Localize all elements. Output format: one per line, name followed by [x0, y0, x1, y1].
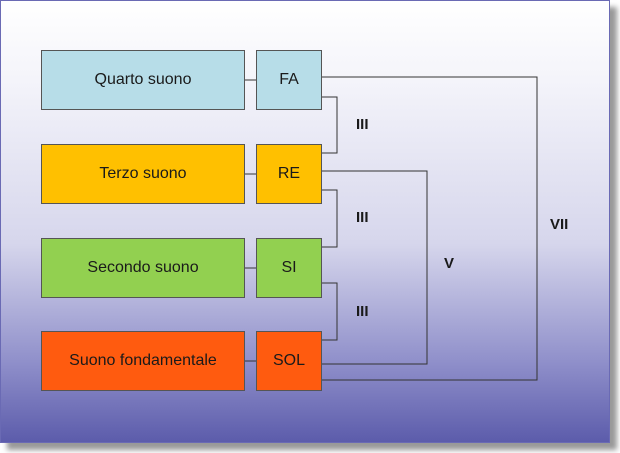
bracket-sol-re: [322, 170, 428, 365]
row-label-text: Terzo suono: [99, 165, 187, 182]
interval-fa-re: III: [356, 116, 369, 133]
note-text: FA: [279, 71, 299, 88]
note-fa: FA: [256, 50, 322, 110]
row-label-terzo: Terzo suono: [41, 144, 245, 204]
note-text: SI: [281, 259, 297, 276]
interval-re-si: III: [356, 209, 369, 226]
row-label-secondo: Secondo suono: [41, 238, 245, 298]
note-text: SOL: [272, 352, 305, 369]
row-label-text: Quarto suono: [94, 71, 192, 88]
row-label-text: Secondo suono: [87, 259, 199, 276]
interval-si-sol: III: [356, 303, 369, 320]
interval-sol-fa: VII: [550, 216, 569, 233]
note-text: RE: [277, 165, 301, 182]
row-label-text: Suono fondamentale: [69, 352, 217, 369]
bracket-si-sol: [322, 282, 338, 341]
note-sol: SOL: [256, 331, 322, 391]
bracket-sol-fa: [322, 76, 538, 381]
row-label-fondamentale: Suono fondamentale: [41, 331, 245, 391]
bracket-re-si: [322, 189, 338, 248]
interval-sol-re: V: [444, 255, 455, 272]
bracket-fa-re: [322, 96, 338, 154]
note-si: SI: [256, 238, 322, 298]
note-re: RE: [256, 144, 322, 204]
row-label-quarto: Quarto suono: [41, 50, 245, 110]
